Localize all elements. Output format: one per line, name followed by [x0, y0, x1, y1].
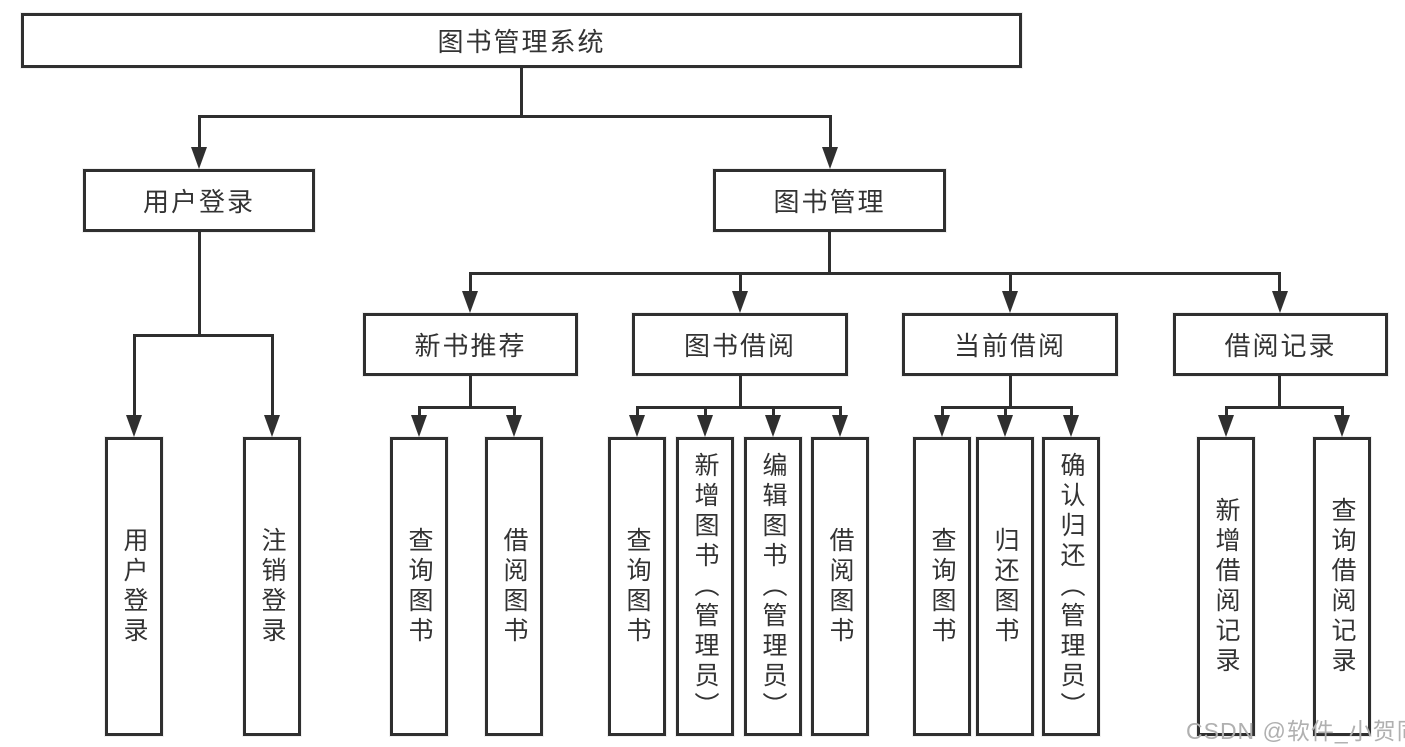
connector-line — [198, 115, 832, 118]
arrowhead — [411, 415, 427, 437]
connector-line — [1070, 406, 1073, 418]
leaf-query-books-current: 查询图书 — [913, 437, 971, 736]
csdn-watermark: CSDN @软件_小贺同学 — [1186, 718, 1405, 744]
leaf-edit-book-admin: 编辑图书（管理员） — [744, 437, 802, 736]
connector-line — [513, 406, 516, 418]
connector-line — [1009, 376, 1012, 407]
arrowhead — [1334, 415, 1350, 437]
node-book-borrow: 图书借阅 — [632, 313, 848, 376]
connector-line — [198, 115, 201, 151]
node-current-borrow: 当前借阅 — [902, 313, 1118, 376]
arrowhead — [1272, 291, 1288, 313]
connector-line — [1341, 406, 1344, 418]
leaf-confirm-return-admin: 确认归还（管理员） — [1042, 437, 1100, 736]
connector-line — [839, 406, 842, 418]
arrowhead — [822, 147, 838, 169]
connector-line — [1278, 272, 1281, 294]
connector-line — [469, 272, 1281, 275]
arrowhead — [997, 415, 1013, 437]
connector-line — [772, 406, 775, 418]
connector-line — [418, 406, 516, 409]
connector-line — [271, 334, 274, 419]
leaf-user-login: 用户登录 — [105, 437, 163, 736]
connector-line — [1004, 406, 1007, 418]
connector-line — [941, 406, 944, 418]
arrowhead — [506, 415, 522, 437]
leaf-query-books-borrow: 查询图书 — [608, 437, 666, 736]
connector-line — [1225, 406, 1343, 409]
node-borrow-records: 借阅记录 — [1173, 313, 1388, 376]
connector-line — [829, 115, 832, 151]
node-user-login: 用户登录 — [83, 169, 315, 232]
leaf-borrow-books-recommend: 借阅图书 — [485, 437, 543, 736]
node-book-management: 图书管理 — [713, 169, 946, 232]
leaf-logout: 注销登录 — [243, 437, 301, 736]
arrowhead — [462, 291, 478, 313]
arrowhead — [832, 415, 848, 437]
connector-line — [469, 272, 472, 294]
connector-line — [739, 376, 742, 407]
arrowhead — [732, 291, 748, 313]
connector-line — [1225, 406, 1228, 418]
arrowhead — [1063, 415, 1079, 437]
arrowhead — [264, 415, 280, 437]
connector-line — [704, 406, 707, 418]
leaf-add-borrow-record: 新增借阅记录 — [1197, 437, 1255, 736]
connector-line — [636, 406, 841, 409]
arrowhead — [765, 415, 781, 437]
connector-line — [133, 334, 274, 337]
node-new-book-recommend: 新书推荐 — [363, 313, 578, 376]
node-library-system: 图书管理系统 — [21, 13, 1022, 68]
connector-line — [133, 334, 136, 419]
connector-line — [198, 232, 201, 336]
arrowhead — [934, 415, 950, 437]
connector-line — [1009, 272, 1012, 294]
arrowhead — [191, 147, 207, 169]
leaf-add-book-admin: 新增图书（管理员） — [676, 437, 734, 736]
arrowhead — [1218, 415, 1234, 437]
arrowhead — [1002, 291, 1018, 313]
connector-line — [520, 68, 523, 115]
arrowhead — [697, 415, 713, 437]
connector-line — [739, 272, 742, 294]
connector-line — [636, 406, 639, 418]
arrowhead — [629, 415, 645, 437]
leaf-borrow-books: 借阅图书 — [811, 437, 869, 736]
leaf-query-books-recommend: 查询图书 — [390, 437, 448, 736]
connector-line — [828, 232, 831, 274]
connector-line — [469, 376, 472, 407]
connector-line — [418, 406, 421, 418]
leaf-return-book: 归还图书 — [976, 437, 1034, 736]
leaf-query-borrow-record: 查询借阅记录 — [1313, 437, 1371, 736]
arrowhead — [126, 415, 142, 437]
connector-line — [1278, 376, 1281, 407]
